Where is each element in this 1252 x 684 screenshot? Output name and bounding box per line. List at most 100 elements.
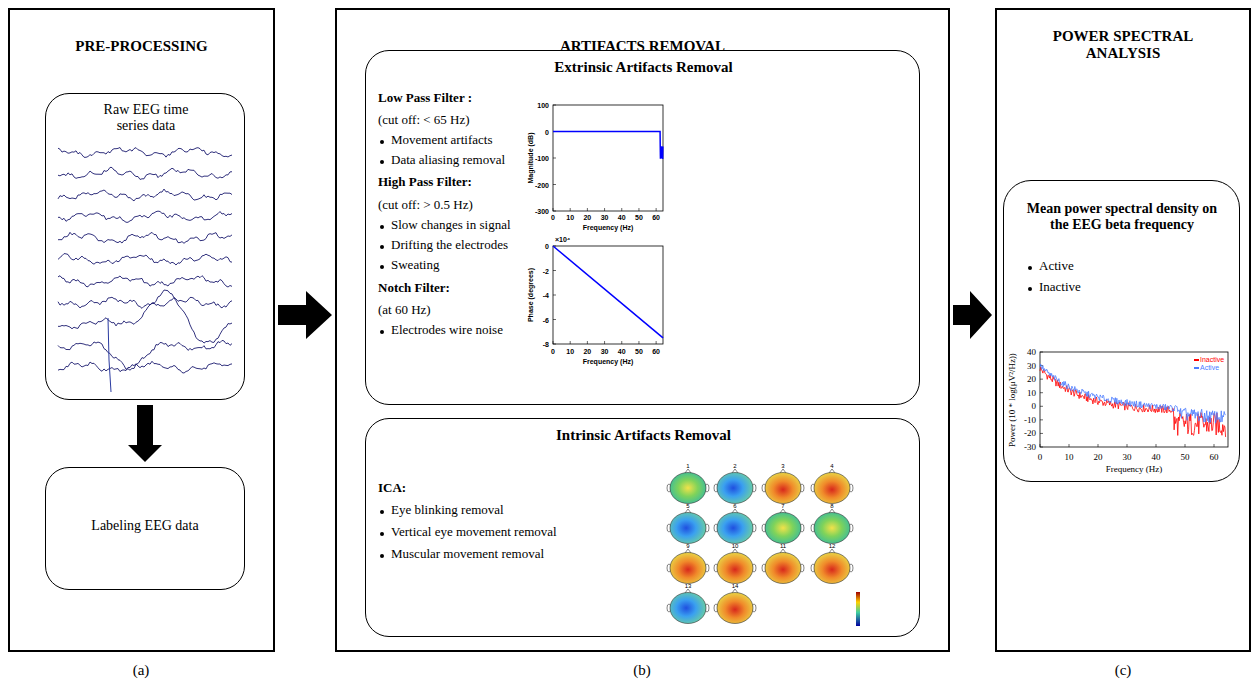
axis-label: 6 bbox=[733, 503, 736, 509]
bullet-dot bbox=[380, 140, 384, 144]
box-text: Active bbox=[1039, 259, 1252, 274]
topomap bbox=[762, 509, 804, 544]
topomap bbox=[667, 589, 709, 624]
axis-label: 3 bbox=[781, 463, 784, 469]
magnitude-plot bbox=[553, 105, 663, 211]
panel: POWER SPECTRAL ANALYSIS Mean power spectr… bbox=[995, 8, 1251, 652]
block-arrow bbox=[278, 291, 332, 339]
plot-frame bbox=[1040, 352, 1228, 447]
axis-label: 20 bbox=[583, 214, 591, 221]
eeg-trace bbox=[58, 361, 232, 373]
axis-label: 40 bbox=[618, 348, 626, 355]
axis-label: -300 bbox=[535, 208, 549, 215]
process-box: Raw EEG time series data bbox=[45, 93, 245, 400]
box-heading: Raw EEG time series data bbox=[96, 102, 196, 134]
box-text: Eye blinking removal bbox=[391, 503, 651, 518]
axis-label: 0 bbox=[551, 214, 555, 221]
box-text: Drifting the electrodes bbox=[391, 238, 651, 253]
box-heading: Intrinsic Artifacts Removal bbox=[551, 427, 736, 444]
axis-label: 10 bbox=[1027, 388, 1036, 397]
eeg-trace bbox=[58, 297, 232, 308]
box-text: Inactive bbox=[1039, 280, 1252, 295]
legend-swatch bbox=[1194, 359, 1199, 361]
bullet-dot bbox=[380, 532, 384, 536]
box-text: Electrodes wire noise bbox=[391, 323, 651, 338]
axis-label: 0 bbox=[545, 243, 549, 250]
topomap bbox=[811, 509, 853, 544]
box-text: Data aliasing removal bbox=[391, 153, 651, 168]
axis-label: 11 bbox=[780, 543, 786, 549]
box-text: Notch Filter: bbox=[378, 281, 638, 296]
axis-label: 50 bbox=[635, 348, 643, 355]
axis-label: -8 bbox=[543, 341, 549, 348]
panel: PRE-PROCESSING Raw EEG time series dataLa… bbox=[8, 8, 275, 652]
axis-label: 5 bbox=[686, 503, 689, 509]
bullet-dot bbox=[1028, 287, 1032, 291]
box-text: Vertical eye movement removal bbox=[391, 525, 651, 540]
axis-label: 40 bbox=[618, 214, 626, 221]
axis-label: -30 bbox=[1024, 443, 1036, 452]
box-heading: POWER SPECTRAL ANALYSIS bbox=[1033, 28, 1213, 63]
axis-label: 10 bbox=[1065, 453, 1074, 462]
power-spectrum-plot bbox=[1040, 352, 1228, 447]
box-heading: Extrinsic Artifacts Removal bbox=[551, 59, 736, 76]
topomap bbox=[762, 469, 804, 504]
plot-frame bbox=[553, 105, 663, 211]
legend-text: Active bbox=[1200, 364, 1219, 371]
axis-label: Frequency (Hz) bbox=[1106, 465, 1163, 474]
axis-label: -10 bbox=[1024, 415, 1036, 424]
eeg-trace bbox=[58, 254, 232, 265]
process-box: Intrinsic Artifacts RemovalICA:Eye blink… bbox=[365, 418, 920, 637]
colorbar bbox=[856, 592, 860, 626]
box-text: Sweating bbox=[391, 258, 651, 273]
axis-label: -100 bbox=[535, 155, 549, 162]
box-text: Low Pass Filter : bbox=[378, 91, 638, 106]
axis-label: 40 bbox=[1027, 348, 1036, 357]
axis-label: Power (10 * log(μV²/Hz)) bbox=[1008, 353, 1017, 447]
axis-label: 0 bbox=[545, 128, 549, 135]
panel: ARTIFACTS REMOVALExtrinsic Artifacts Rem… bbox=[335, 8, 950, 652]
axis-label: -2 bbox=[543, 267, 549, 274]
topomap bbox=[667, 469, 709, 504]
axis-label: 60 bbox=[652, 348, 660, 355]
axis-label: 30 bbox=[601, 348, 609, 355]
bullet-dot bbox=[380, 554, 384, 558]
box-heading: PRE-PROCESSING bbox=[10, 38, 273, 55]
axis-label: Magnitude (dB) bbox=[527, 133, 534, 184]
axis-label: -6 bbox=[543, 316, 549, 323]
axis-label: 1 bbox=[686, 463, 689, 469]
axis-label: 30 bbox=[1123, 453, 1132, 462]
legend-text: Inactive bbox=[1200, 356, 1224, 363]
panel-letter: (b) bbox=[633, 663, 651, 678]
bullet-dot bbox=[380, 225, 384, 229]
axis-label: 14 bbox=[732, 583, 739, 589]
eeg-trace bbox=[58, 167, 232, 179]
eeg-trace bbox=[58, 276, 232, 287]
eeg-spike bbox=[108, 318, 111, 392]
box-text: (at 60 Hz) bbox=[378, 303, 638, 318]
topomap bbox=[667, 509, 709, 544]
topomap bbox=[811, 549, 853, 584]
topomap bbox=[714, 549, 756, 584]
box-text: High Pass Filter: bbox=[378, 175, 638, 190]
eeg-trace bbox=[58, 189, 232, 201]
axis-label: 10 bbox=[566, 214, 574, 221]
box-text: (cut off: < 65 Hz) bbox=[378, 113, 638, 128]
box-heading: Mean power spectral density on the EEG b… bbox=[1022, 201, 1222, 233]
panel-letter: (a) bbox=[133, 663, 150, 678]
legend-swatch bbox=[1194, 367, 1199, 369]
eeg-trace bbox=[58, 211, 232, 222]
bullet-dot bbox=[380, 330, 384, 334]
topomap bbox=[762, 549, 804, 584]
box-text: Movement artifacts bbox=[391, 133, 651, 148]
axis-label: -4 bbox=[543, 292, 549, 299]
axis-label: -200 bbox=[535, 181, 549, 188]
axis-label: 40 bbox=[1152, 453, 1161, 462]
topomap bbox=[714, 589, 756, 624]
axis-label: 7 bbox=[781, 503, 784, 509]
eeg-trace bbox=[58, 148, 232, 158]
axis-label: Phase (degrees) bbox=[527, 268, 534, 322]
process-box: Labeling EEG data bbox=[45, 467, 245, 590]
axis-label: 50 bbox=[1181, 453, 1190, 462]
box-text: (cut off: > 0.5 Hz) bbox=[378, 198, 638, 213]
